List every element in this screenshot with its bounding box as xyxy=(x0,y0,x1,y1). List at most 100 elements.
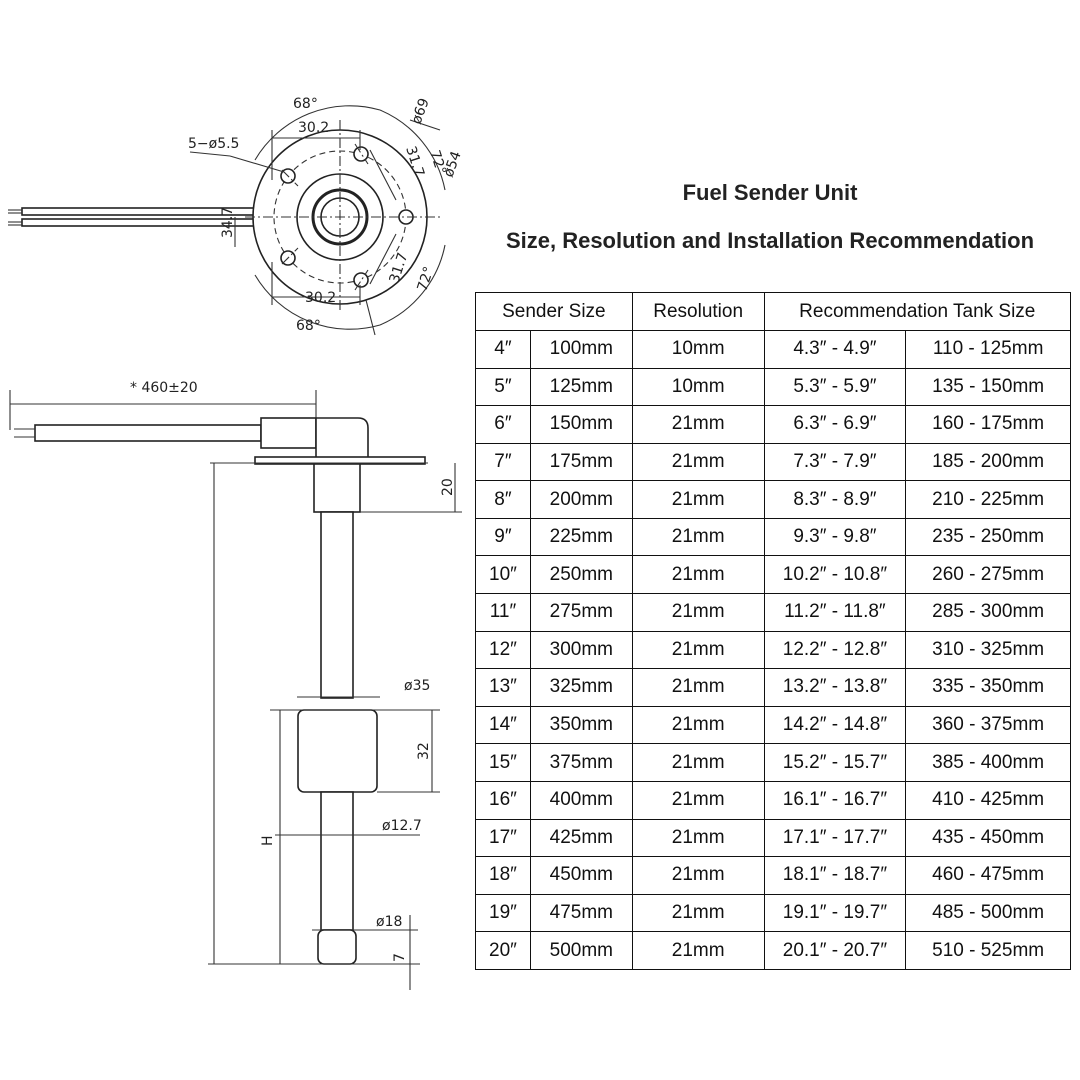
top-view-dimension-lines xyxy=(189,105,446,336)
dia-18-label: ø18 xyxy=(376,914,402,930)
cell-size-inch: 14″ xyxy=(475,705,531,745)
cell-tank-mm: 160 - 175mm xyxy=(905,405,1071,444)
table-header-row: Sender Size Resolution Recommendation Ta… xyxy=(475,292,1072,331)
cell-size-inch: 6″ xyxy=(475,405,531,444)
cell-tank-mm: 185 - 200mm xyxy=(905,442,1071,482)
dia-35-label: ø35 xyxy=(404,678,430,694)
cell-resolution: 10mm xyxy=(631,330,765,369)
cell-resolution: 21mm xyxy=(631,630,765,670)
side-view: * 460±20 20 ø35 32 ø12.7 H ø18 7 xyxy=(9,380,462,990)
dia-54-label: ø54 xyxy=(441,149,465,179)
angle-68-bottom-label: 68° xyxy=(296,318,321,334)
cell-size-inch: 7″ xyxy=(475,442,531,482)
cell-tank-inch: 17.1″ - 17.7″ xyxy=(763,818,907,858)
cell-resolution: 21mm xyxy=(631,442,765,482)
cell-tank-mm: 285 - 300mm xyxy=(905,593,1071,632)
holes-label: 5−ø5.5 xyxy=(188,136,239,152)
side-end-cap xyxy=(317,929,357,965)
cell-resolution: 21mm xyxy=(631,780,765,820)
cell-size-mm: 475mm xyxy=(529,893,633,933)
header-recommendation-tank-size: Recommendation Tank Size xyxy=(763,292,1072,331)
dim-34-7-label: 34.7 xyxy=(220,207,236,238)
cell-size-inch: 10″ xyxy=(475,555,531,595)
cell-resolution: 21mm xyxy=(631,893,765,933)
cell-tank-inch: 7.3″ - 7.9″ xyxy=(763,442,907,482)
cell-size-mm: 125mm xyxy=(529,367,633,407)
dia-12-7-label: ø12.7 xyxy=(382,818,422,834)
cell-tank-inch: 19.1″ - 19.7″ xyxy=(763,893,907,933)
angle-72-top-label: 72° xyxy=(426,148,449,177)
angle-72-bottom-label: 72° xyxy=(415,265,438,294)
cell-size-inch: 16″ xyxy=(475,780,531,820)
cell-tank-inch: 20.1″ - 20.7″ xyxy=(763,931,907,970)
cell-size-inch: 12″ xyxy=(475,630,531,670)
dim-32-label: 32 xyxy=(416,742,432,760)
cell-tank-inch: 4.3″ - 4.9″ xyxy=(763,330,907,369)
cell-tank-inch: 12.2″ - 12.8″ xyxy=(763,630,907,670)
cell-size-inch: 18″ xyxy=(475,856,531,895)
cell-tank-inch: 15.2″ - 15.7″ xyxy=(763,743,907,782)
cell-size-mm: 250mm xyxy=(529,555,633,595)
cell-tank-inch: 10.2″ - 10.8″ xyxy=(763,555,907,595)
cell-resolution: 21mm xyxy=(631,705,765,745)
cell-size-mm: 325mm xyxy=(529,668,633,707)
page-subtitle: Size, Resolution and Installation Recomm… xyxy=(505,228,1035,253)
cell-resolution: 21mm xyxy=(631,743,765,782)
cell-size-inch: 4″ xyxy=(475,330,531,369)
cell-size-inch: 13″ xyxy=(475,668,531,707)
cell-tank-mm: 435 - 450mm xyxy=(905,818,1071,858)
side-view-dimension-lines xyxy=(9,390,462,990)
cell-tank-mm: 460 - 475mm xyxy=(905,856,1071,895)
cell-size-inch: 19″ xyxy=(475,893,531,933)
cell-tank-mm: 310 - 325mm xyxy=(905,630,1071,670)
cell-size-mm: 375mm xyxy=(529,743,633,782)
cell-resolution: 21mm xyxy=(631,517,765,557)
cell-resolution: 21mm xyxy=(631,856,765,895)
cell-tank-mm: 260 - 275mm xyxy=(905,555,1071,595)
cell-size-mm: 450mm xyxy=(529,856,633,895)
cell-tank-mm: 485 - 500mm xyxy=(905,893,1071,933)
cell-size-mm: 150mm xyxy=(529,405,633,444)
cell-tank-inch: 18.1″ - 18.7″ xyxy=(763,856,907,895)
cell-size-mm: 275mm xyxy=(529,593,633,632)
page-title: Fuel Sender Unit xyxy=(682,180,858,205)
cell-resolution: 21mm xyxy=(631,480,765,519)
cell-size-mm: 225mm xyxy=(529,517,633,557)
cell-size-mm: 100mm xyxy=(529,330,633,369)
cell-tank-inch: 11.2″ - 11.8″ xyxy=(763,593,907,632)
cell-tank-inch: 6.3″ - 6.9″ xyxy=(763,405,907,444)
dim-30-2-top-label: 30.2 xyxy=(298,120,329,136)
cell-tank-inch: 14.2″ - 14.8″ xyxy=(763,705,907,745)
side-float xyxy=(297,709,378,793)
cell-size-inch: 5″ xyxy=(475,367,531,407)
cell-tank-mm: 210 - 225mm xyxy=(905,480,1071,519)
cell-resolution: 21mm xyxy=(631,555,765,595)
angle-68-top-label: 68° xyxy=(293,96,318,112)
cell-tank-inch: 16.1″ - 16.7″ xyxy=(763,780,907,820)
cell-size-mm: 425mm xyxy=(529,818,633,858)
cell-size-inch: 15″ xyxy=(475,743,531,782)
top-view-centerlines xyxy=(245,120,440,310)
cell-resolution: 21mm xyxy=(631,818,765,858)
cell-size-inch: 9″ xyxy=(475,517,531,557)
spec-table: Sender Size Resolution Recommendation Ta… xyxy=(475,292,1072,970)
cell-tank-mm: 335 - 350mm xyxy=(905,668,1071,707)
cell-resolution: 21mm xyxy=(631,931,765,970)
cell-tank-inch: 8.3″ - 8.9″ xyxy=(763,480,907,519)
dia-69-label: ø69 xyxy=(409,96,433,126)
cell-size-inch: 17″ xyxy=(475,818,531,858)
dim-h-label: H xyxy=(260,835,276,846)
